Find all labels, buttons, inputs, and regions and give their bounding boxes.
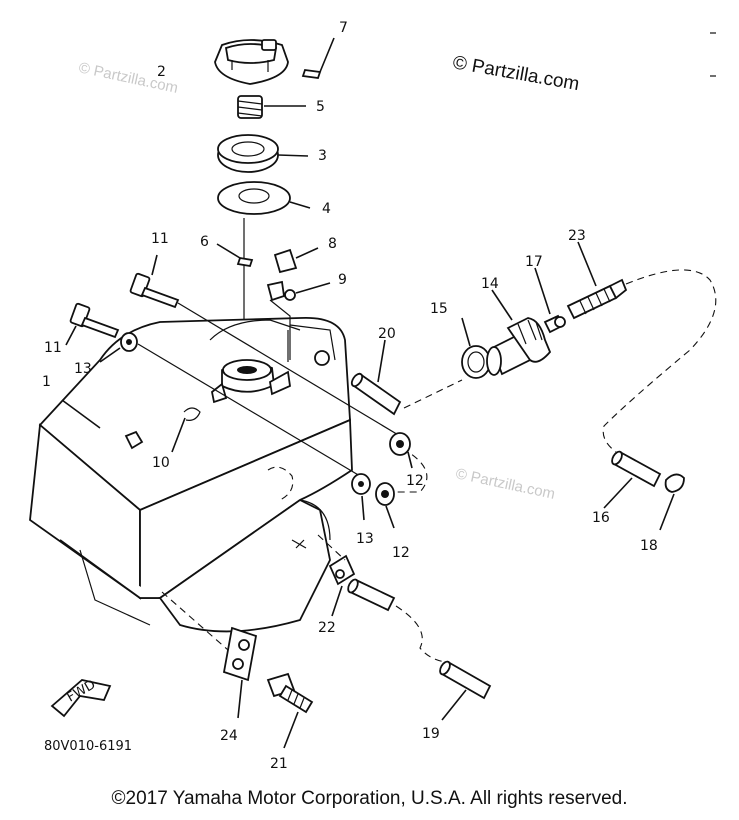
- label-part-19: 19: [422, 726, 440, 742]
- part-11-bolt-lower: [65, 302, 120, 346]
- label-part-1: 1: [42, 374, 51, 390]
- assembly-dash: [395, 605, 447, 663]
- label-part-3: 3: [318, 148, 327, 164]
- part-23-hose: [566, 241, 628, 320]
- part-12-nut-upper: [389, 432, 413, 469]
- label-part-11-lower: 11: [44, 340, 62, 356]
- part-16-tube: [603, 450, 662, 509]
- label-part-10: 10: [152, 455, 170, 471]
- leader-1: [61, 399, 101, 429]
- label-part-11-upper: 11: [151, 231, 169, 247]
- label-part-13-lower: 13: [356, 531, 374, 547]
- diagram-code: 80V010-6191: [44, 739, 132, 754]
- label-part-4: 4: [322, 201, 331, 217]
- label-part-24: 24: [220, 728, 238, 744]
- part-12-nut-lower: [375, 482, 395, 529]
- part-15-washer: [461, 317, 491, 379]
- assembly-line-bolt: [177, 302, 401, 437]
- label-part-2: 2: [157, 64, 166, 80]
- part-22-clamp: [328, 554, 356, 617]
- label-part-12-lower: 12: [392, 545, 410, 561]
- assembly-line-bolt: [137, 343, 361, 477]
- part-2-tank-cap: [214, 39, 289, 85]
- watermark-partzilla: © Partzilla.com: [451, 52, 581, 95]
- part-3-gasket: [217, 134, 309, 173]
- watermark-faint-right: © Partzilla.com: [454, 465, 556, 503]
- label-part-6: 6: [200, 234, 209, 250]
- label-part-8: 8: [328, 236, 337, 252]
- part-13-washer-lower: [351, 473, 371, 521]
- label-part-20: 20: [378, 326, 396, 342]
- part-6-screw: [216, 243, 254, 268]
- part-11-bolt-upper: [129, 254, 180, 309]
- label-part-22: 22: [318, 620, 336, 636]
- leader-10: [171, 417, 186, 453]
- part-24-bracket: [161, 591, 258, 719]
- assembly-dash: [317, 534, 346, 561]
- label-part-12-upper: 12: [406, 473, 424, 489]
- label-part-5: 5: [316, 99, 325, 115]
- label-part-18: 18: [640, 538, 658, 554]
- label-part-17: 17: [525, 254, 543, 270]
- part-13-washer-upper: [99, 332, 138, 363]
- label-part-21: 21: [270, 756, 288, 772]
- label-part-13-upper: 13: [74, 361, 92, 377]
- label-part-14: 14: [481, 276, 499, 292]
- part-7-pin: [301, 37, 335, 79]
- part-14-fuel-cock: [486, 289, 552, 376]
- part-18-clip: [659, 473, 685, 531]
- label-part-9: 9: [338, 272, 347, 288]
- label-part-16: 16: [592, 510, 610, 526]
- label-part-23: 23: [568, 228, 586, 244]
- part-20-tube: [350, 339, 402, 416]
- part-1-fuel-tank: [29, 299, 353, 633]
- part-21-bolt: [266, 672, 314, 749]
- copyright-footer: ©2017 Yamaha Motor Corporation, U.S.A. A…: [111, 788, 628, 809]
- part-17-clamp: [534, 267, 566, 334]
- part-9-clip: [266, 280, 331, 302]
- fwd-arrow-icon: FWD: [50, 677, 112, 718]
- part-19-hose: [439, 660, 492, 721]
- label-part-7: 7: [339, 20, 348, 36]
- assembly-dash: [602, 269, 717, 453]
- part-19-hose-segment: [347, 578, 396, 612]
- label-part-15: 15: [430, 301, 448, 317]
- part-5-spring: [237, 95, 306, 119]
- part-4-plate: [217, 181, 311, 215]
- part-8-clip: [273, 247, 319, 274]
- assembly-dash: [403, 379, 463, 409]
